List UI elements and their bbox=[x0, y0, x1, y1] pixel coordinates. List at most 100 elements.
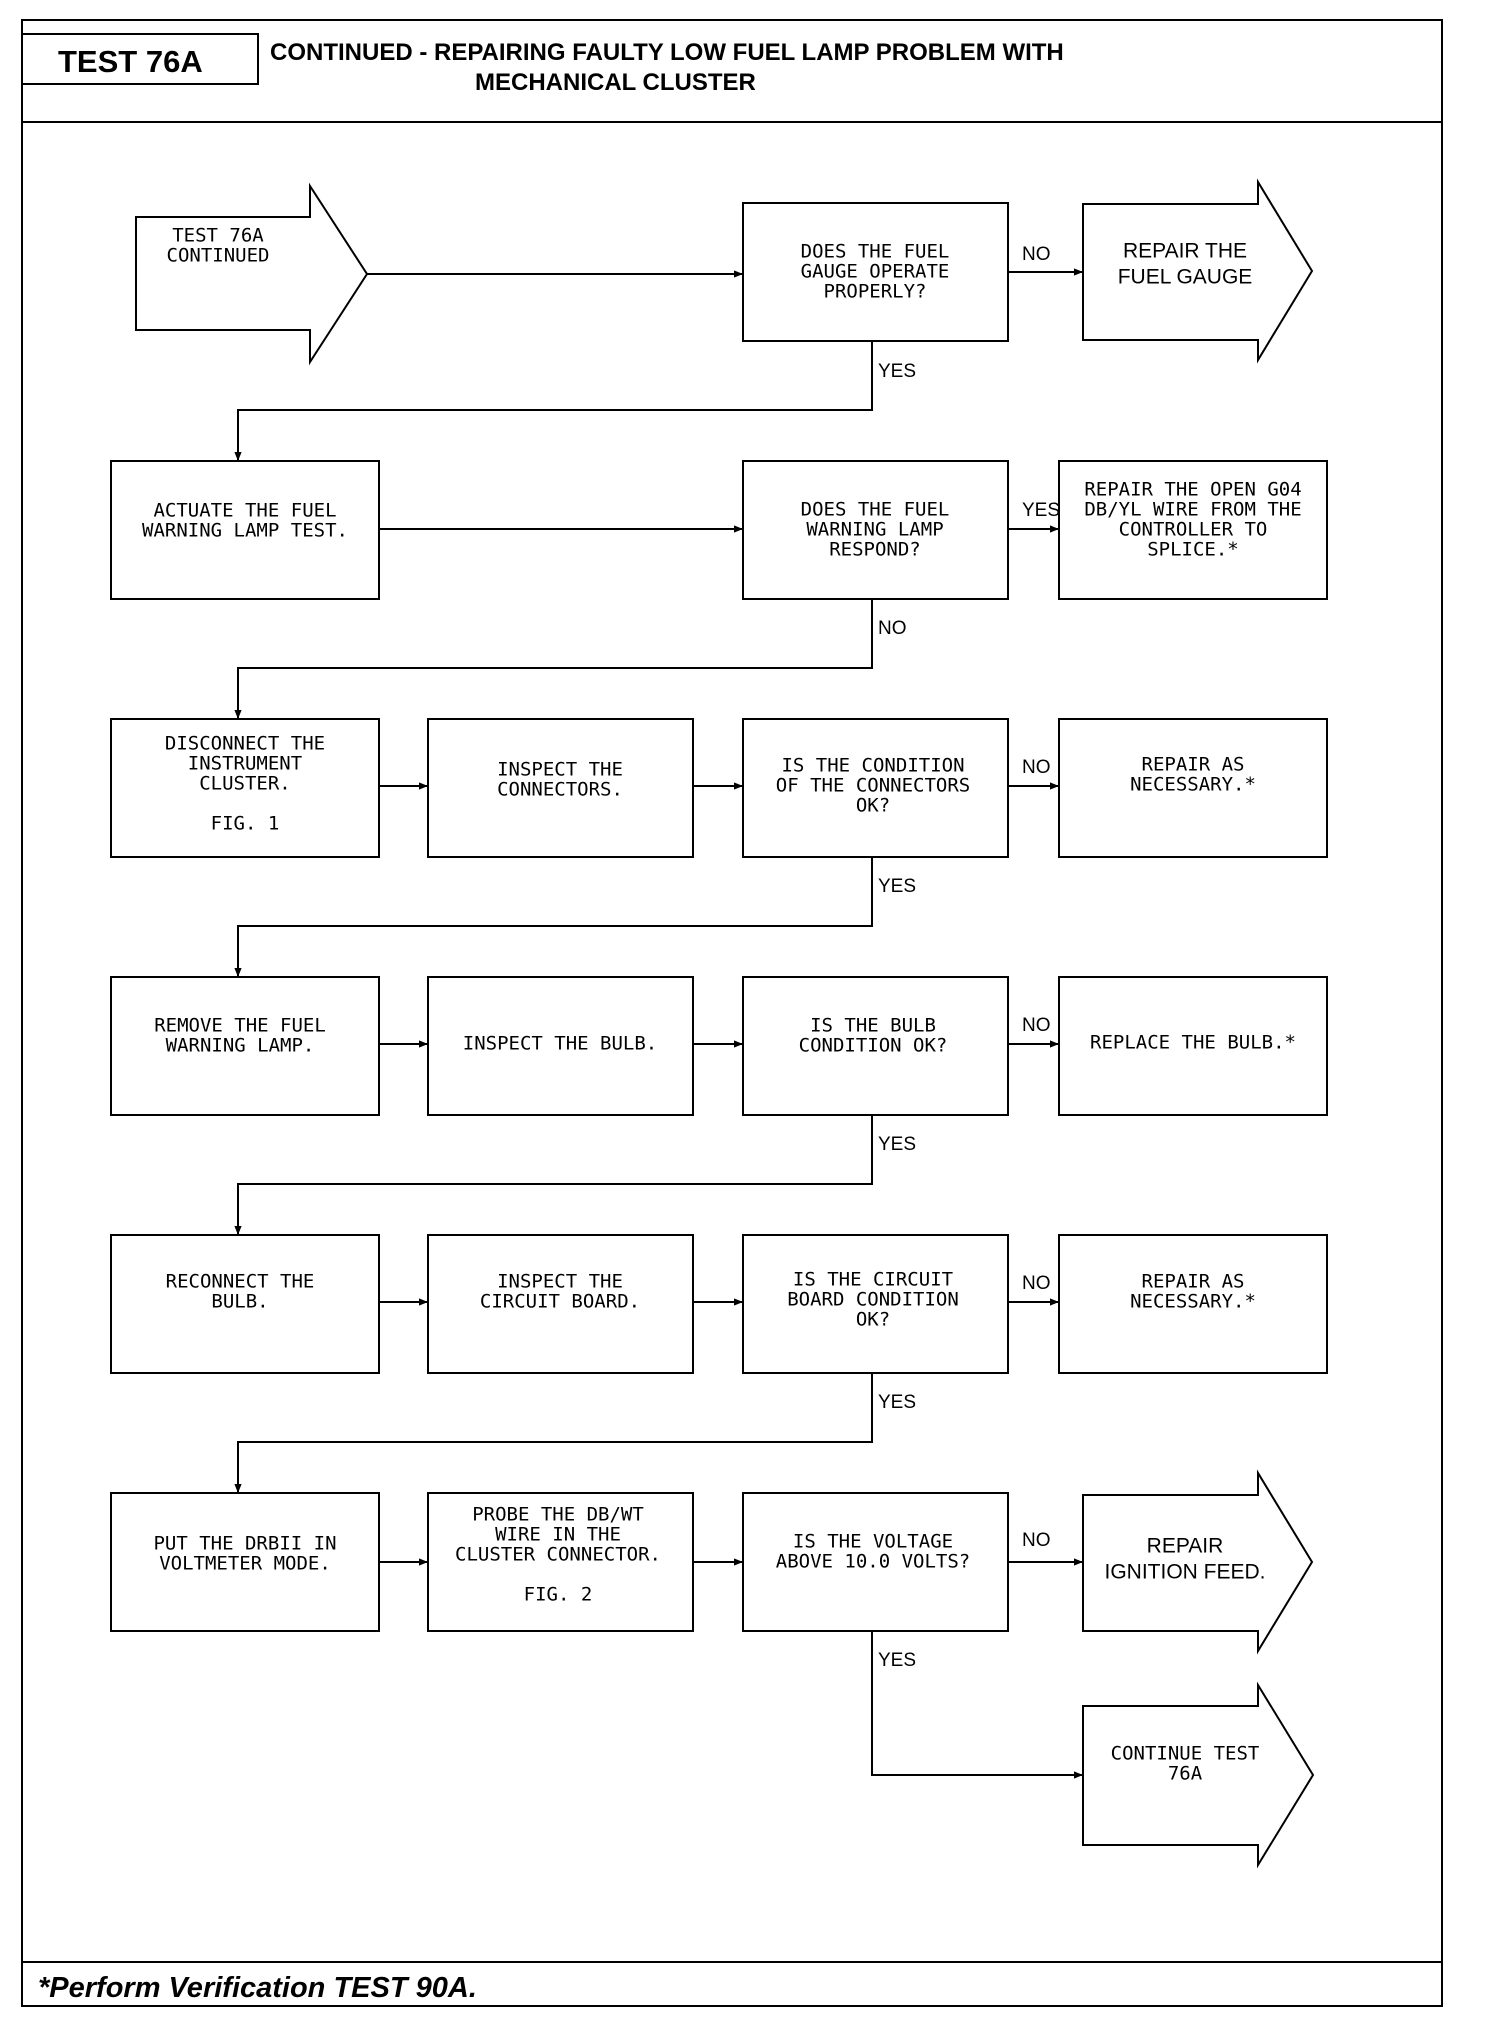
label-q1-yes: YES bbox=[878, 361, 916, 382]
box-inspect-connectors bbox=[427, 718, 694, 858]
node-text-line: OK? bbox=[856, 1309, 890, 1331]
header-title-line-1: CONTINUED - REPAIRING FAULTY LOW FUEL LA… bbox=[270, 39, 1064, 66]
box-probe bbox=[427, 1492, 694, 1632]
node-text-line: DISCONNECT THE bbox=[165, 733, 325, 755]
box-disconnect bbox=[110, 718, 380, 858]
node-text-line: BOARD CONDITION bbox=[787, 1289, 959, 1311]
node-text-line: CIRCUIT BOARD. bbox=[480, 1291, 640, 1313]
edge-q2-no bbox=[234, 599, 873, 719]
label-q4-yes: YES bbox=[878, 1134, 916, 1155]
box-inspect-bulb bbox=[427, 976, 694, 1116]
decision-box-board bbox=[742, 1234, 1009, 1374]
node-text-line: WARNING LAMP. bbox=[166, 1035, 315, 1057]
node-text-line: CONTINUE TEST bbox=[1111, 1743, 1260, 1765]
box-repair-necessary-2 bbox=[1058, 1234, 1328, 1374]
continue-arrow-shape bbox=[1082, 1681, 1315, 1869]
node-text-line: IGNITION FEED. bbox=[1104, 1561, 1265, 1584]
node-text-line: REPAIR THE bbox=[1123, 240, 1247, 263]
node-text-line: RECONNECT THE bbox=[166, 1271, 315, 1293]
node-text-line: SPLICE.* bbox=[1147, 539, 1239, 561]
node-text-line: REMOVE THE FUEL bbox=[154, 1015, 326, 1037]
box-reconnect bbox=[110, 1234, 380, 1374]
page-frame bbox=[21, 19, 1443, 2007]
edge-q6-yes bbox=[871, 1631, 1083, 1779]
decision-box-connectors bbox=[742, 718, 1009, 858]
node-text-line: WARNING LAMP bbox=[806, 519, 943, 541]
node-text-line: CLUSTER. bbox=[199, 773, 291, 795]
node-text-line: INSPECT THE BULB. bbox=[463, 1033, 657, 1055]
node-text-line: PROBE THE DB/WT bbox=[472, 1504, 644, 1526]
node-text-line: REPAIR AS bbox=[1142, 1271, 1245, 1293]
node-text-line: CLUSTER CONNECTOR. bbox=[455, 1544, 661, 1566]
node-text-line: OK? bbox=[856, 795, 890, 817]
node-text-line: IS THE VOLTAGE bbox=[793, 1531, 953, 1553]
node-text-line: NECESSARY.* bbox=[1130, 1291, 1256, 1313]
node-text-line: FUEL GAUGE bbox=[1118, 266, 1253, 289]
box-remove-lamp bbox=[110, 976, 380, 1116]
footer: *Perform Verification TEST 90A. bbox=[22, 1961, 1442, 2004]
decision-box-fuel-gauge bbox=[742, 202, 1009, 342]
node-text-line: CONDITION OK? bbox=[799, 1035, 948, 1057]
label-q3-yes: YES bbox=[878, 876, 916, 897]
node-text-line: REPAIR THE OPEN G04 bbox=[1084, 479, 1301, 501]
node-text-line: WARNING LAMP TEST. bbox=[142, 520, 348, 542]
node-text-line: INSTRUMENT bbox=[188, 753, 302, 775]
start-arrow-shape bbox=[135, 182, 369, 366]
node-text-line: BULB. bbox=[211, 1291, 268, 1313]
decision-box-bulb bbox=[742, 976, 1009, 1116]
node-text-line: IS THE CONDITION bbox=[781, 755, 964, 777]
node-text-line: CONTINUED bbox=[167, 245, 270, 267]
label-q6-no: NO bbox=[1022, 1530, 1051, 1551]
node-replace-bulb: REPLACE THE BULB.* bbox=[1090, 1032, 1296, 1054]
node-text-line: REPLACE THE BULB.* bbox=[1090, 1032, 1296, 1054]
node-text-line: FIG. 2 bbox=[524, 1584, 593, 1606]
node-text-line: CONTROLLER TO bbox=[1119, 519, 1268, 541]
box-inspect-board bbox=[427, 1234, 694, 1374]
label-q1-no: NO bbox=[1022, 244, 1051, 265]
node-text-line: INSPECT THE bbox=[497, 1271, 623, 1293]
label-q4-no: NO bbox=[1022, 1015, 1051, 1036]
node-text-line: WIRE IN THE bbox=[495, 1524, 621, 1546]
node-text-line: ABOVE 10.0 VOLTS? bbox=[776, 1551, 970, 1573]
test-label: TEST 76A bbox=[58, 44, 203, 79]
test-label-box bbox=[21, 33, 259, 85]
node-text-line: TEST 76A bbox=[172, 225, 264, 247]
box-repair-necessary-1 bbox=[1058, 718, 1328, 858]
label-q2-yes: YES bbox=[1022, 500, 1060, 521]
label-q3-no: NO bbox=[1022, 757, 1051, 778]
node-text-line: GAUGE OPERATE bbox=[801, 261, 950, 283]
node-text-line: PROPERLY? bbox=[824, 281, 927, 303]
label-q5-yes: YES bbox=[878, 1392, 916, 1413]
box-replace-bulb bbox=[1058, 976, 1328, 1116]
node-text-line: DOES THE FUEL bbox=[801, 241, 950, 263]
node-text-line: IS THE CIRCUIT bbox=[793, 1269, 953, 1291]
node-text-line: CONNECTORS. bbox=[497, 779, 623, 801]
footer-note: *Perform Verification TEST 90A. bbox=[38, 1972, 477, 2004]
label-q6-yes: YES bbox=[878, 1650, 916, 1671]
node-repair-gauge: REPAIR THE FUEL GAUGE bbox=[1118, 240, 1253, 289]
box-put-drb bbox=[110, 1492, 380, 1632]
repair-ign-arrow-shape bbox=[1082, 1469, 1314, 1655]
header-title-line-2: MECHANICAL CLUSTER bbox=[475, 69, 756, 96]
node-text-line: DOES THE FUEL bbox=[801, 499, 950, 521]
node-text-line: 76A bbox=[1168, 1763, 1203, 1785]
label-q5-no: NO bbox=[1022, 1273, 1051, 1294]
